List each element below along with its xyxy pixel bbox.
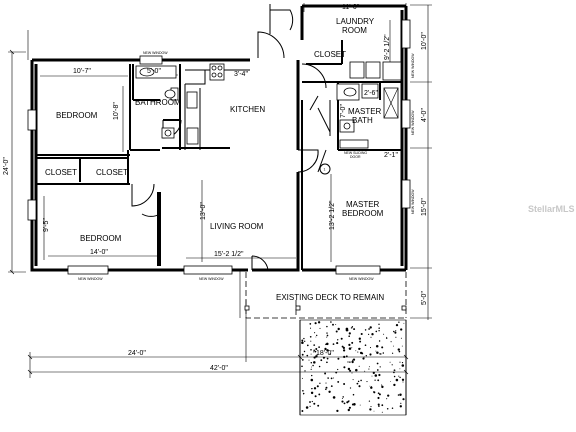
laundry-label-1: LAUNDRY — [336, 17, 375, 26]
dim-bottom-42: 42'-0" — [210, 365, 228, 372]
dim-living-width: 15'-2 1/2" — [214, 251, 244, 258]
window-note-5: NEW WINDOW — [411, 53, 415, 78]
master-bedroom-label-1: MASTER — [346, 200, 380, 209]
notes: NEW WINDOW NEW WINDOW NEW WINDOW NEW WIN… — [78, 51, 415, 281]
bathroom-label: BATHROOM — [135, 98, 181, 107]
windows — [27, 19, 411, 275]
dim-bedroom2-depth: 9'-5" — [43, 218, 50, 232]
bedroom-1-label: BEDROOM — [56, 111, 98, 120]
window-note-2: NEW WINDOW — [78, 277, 103, 281]
window-note-3: NEW WINDOW — [199, 277, 224, 281]
dim-right-5: 5'-0" — [421, 291, 428, 305]
walls — [30, 4, 408, 272]
laundry-label-2: ROOM — [342, 26, 367, 35]
sliding-door-note-2: DOOR — [350, 155, 361, 159]
bedroom-2-label: BEDROOM — [80, 234, 122, 243]
room-labels: BEDROOM BATHROOM KITCHEN LIVING ROOM CLO… — [45, 17, 384, 302]
dim-bedroom2-width: 14'-0" — [90, 249, 108, 256]
window-note-4: NEW WINDOW — [349, 277, 374, 281]
window-note-1: NEW WINDOW — [143, 51, 168, 55]
dim-bottom-24: 24'-0" — [128, 350, 146, 357]
dim-right-4: 4'-0" — [421, 108, 428, 122]
master-bedroom-label-2: BEDROOM — [342, 209, 384, 218]
concrete-slab — [299, 319, 407, 416]
living-room-label: LIVING ROOM — [210, 222, 264, 231]
deck — [239, 270, 407, 319]
dim-bedroom1-depth: 10'-8" — [113, 102, 120, 120]
dimension-labels: 10'-7" 10'-8" 5'-0" 3'-4" 11'-0" 9'-2 1/… — [3, 4, 428, 372]
closet-2-label: CLOSET — [96, 168, 128, 177]
dim-right-10: 10'-0" — [421, 32, 428, 50]
kitchen-label: KITCHEN — [230, 105, 265, 114]
window-note-6: NEW WINDOW — [411, 110, 415, 135]
dim-mbed-depth: 13'-2 1/2" — [329, 200, 336, 230]
window-note-7: NEW WINDOW — [411, 189, 415, 214]
dim-kitchen-a: 3'-4" — [234, 71, 248, 78]
dim-mbath-c: 2'-1" — [384, 152, 398, 159]
dim-right-15: 15'-0" — [421, 198, 428, 216]
master-bath-label-2: BATH — [352, 116, 373, 125]
dim-laundry-width: 11'-0" — [342, 4, 360, 11]
sliding-door-note-1: NEW SLIDING — [344, 151, 367, 155]
dim-living-depth: 13'-0" — [200, 202, 207, 220]
watermark: StellarMLS — [528, 204, 575, 214]
dim-laundry-depth: 9'-2 1/2" — [384, 34, 391, 60]
marker-number: 1 — [324, 168, 326, 172]
deck-label: EXISTING DECK TO REMAIN — [276, 293, 384, 302]
master-bath-label-1: MASTER — [348, 107, 382, 116]
dim-bedroom1-width: 10'-7" — [73, 68, 91, 75]
closet-1-label: CLOSET — [45, 168, 77, 177]
dim-mbath-a: 7'-0" — [340, 104, 347, 118]
fixtures — [135, 63, 399, 175]
closet-3-label: CLOSET — [314, 50, 346, 59]
dim-mbath-b: 2'-6" — [364, 90, 378, 97]
dim-bath-width: 5'-0" — [147, 68, 161, 75]
dim-bottom-18: 18'-0" — [316, 350, 334, 357]
dim-left-total: 24'-0" — [3, 157, 10, 175]
